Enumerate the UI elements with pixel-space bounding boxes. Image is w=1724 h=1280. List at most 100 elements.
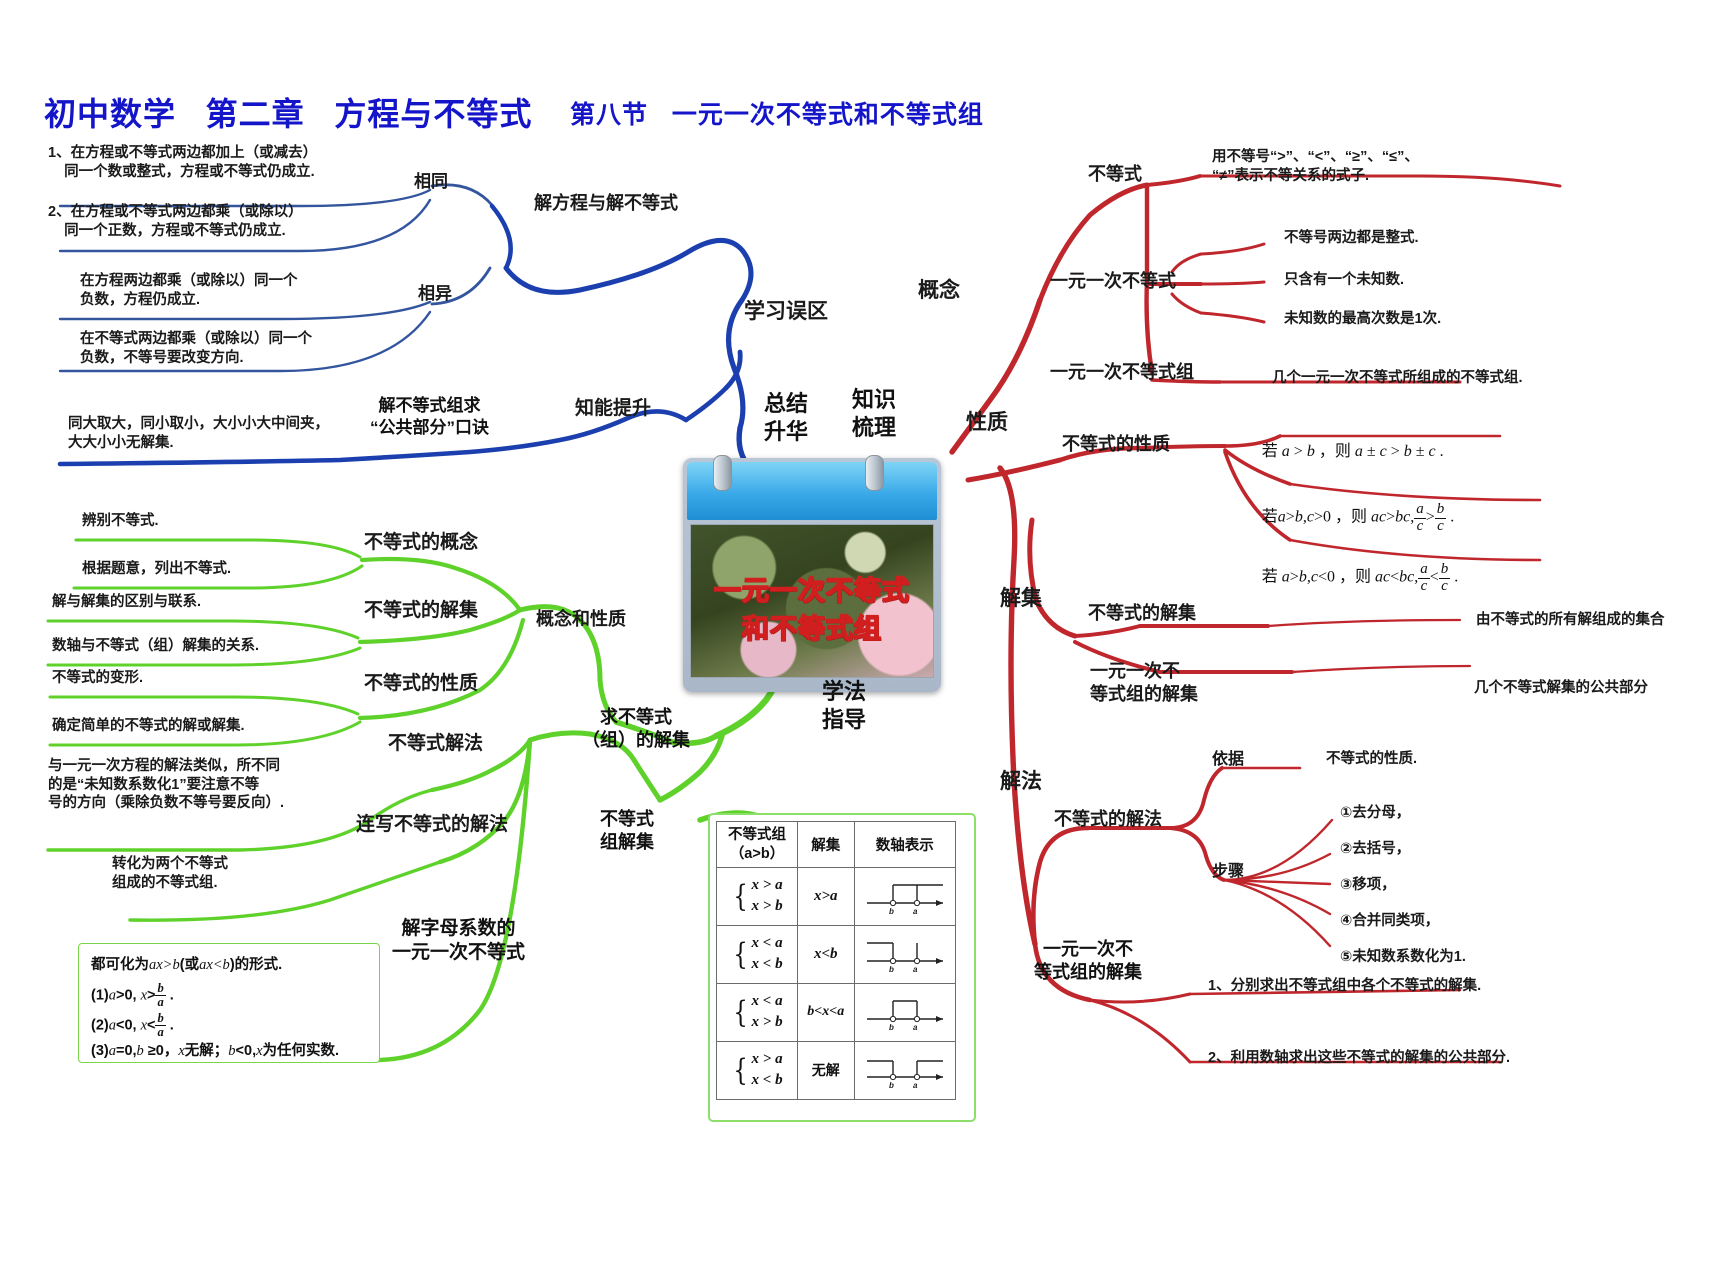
red-leaf-li-0: 不等号两边都是整式. xyxy=(1284,230,1419,246)
red-section-concept[interactable]: 概念 xyxy=(918,279,960,302)
card-ring-left xyxy=(713,455,732,491)
green-leaf-1-1: 数轴与不等式（组）解集的关系. xyxy=(52,638,260,654)
red-node-linear-inequality-system[interactable]: 一元一次不等式组 xyxy=(1050,362,1194,382)
fbox-line1-post: )的形式. xyxy=(229,957,283,973)
hub-label-summary[interactable]: 总结 升华 xyxy=(764,391,809,445)
svg-text:a: a xyxy=(913,965,918,974)
green-group-concepts[interactable]: 概念和性质 xyxy=(536,609,626,629)
page-subtitle: 第八节 一元一次不等式和不等式组 xyxy=(570,101,984,129)
table-cell-solution-1: x<b xyxy=(797,924,855,984)
red-step-0: ①去分母， xyxy=(1340,805,1411,821)
red-step-3: ④合并同类项， xyxy=(1340,913,1440,929)
red-leaf-li-2: 未知数的最高次数是1次. xyxy=(1284,311,1442,327)
card-photo: 一元一次不等式 和不等式组 xyxy=(690,524,934,678)
red-node-properties[interactable]: 不等式的性质 xyxy=(1062,434,1170,454)
red-node-inequality[interactable]: 不等式 xyxy=(1088,164,1142,184)
red-node-basis[interactable]: 依据 xyxy=(1212,751,1245,768)
table-cell-solution-0: x>a xyxy=(797,867,855,926)
svg-text:a: a xyxy=(913,907,918,916)
green-leaf-0-1: 根据题意，列出不等式. xyxy=(82,561,232,577)
table-cell-solution-2: b<x<a xyxy=(797,982,855,1042)
red-section-property[interactable]: 性质 xyxy=(966,411,1008,434)
svg-text:a: a xyxy=(913,1023,918,1032)
card-title-line1: 一元一次不等式 xyxy=(713,575,910,607)
red-node-system-solution-set[interactable]: 一元一次不 等式组的解集 xyxy=(1090,661,1198,705)
svg-text:b: b xyxy=(889,907,894,916)
table-header-1: 解集 xyxy=(797,821,855,868)
fbox-line1-mid: (或 xyxy=(179,957,200,973)
green-node-0[interactable]: 不等式的概念 xyxy=(364,532,479,553)
number-line-icon-0: b a xyxy=(866,884,943,916)
blue-same-item-2: 2、在方程或不等式两边都乘（或除以） 同一个正数，方程或不等式仍成立. xyxy=(48,204,303,239)
table-cell-solution-3: 无解 xyxy=(797,1040,855,1101)
fbox-line4: (3)a=0,b ≥0，x无解；b<0,x为任何实数. xyxy=(91,1043,340,1059)
red-node-solution-set[interactable]: 不等式的解集 xyxy=(1088,603,1196,623)
table-header-2: 数轴表示 xyxy=(853,821,957,868)
green-leaf-0-0: 辨别不等式. xyxy=(82,513,159,529)
blue-node-same[interactable]: 相同 xyxy=(414,172,448,191)
blue-diff-item-1: 在方程两边都乘（或除以）同一个 负数，方程仍成立. xyxy=(80,273,298,308)
red-leaf-basis-value: 不等式的性质. xyxy=(1326,751,1418,767)
red-node-solving-method[interactable]: 不等式的解法 xyxy=(1054,809,1162,829)
blue-node-diff[interactable]: 相异 xyxy=(418,284,452,303)
blue-leaf-common-part: 解不等式组求 “公共部分”口诀 xyxy=(370,396,489,437)
red-section-solution-set[interactable]: 解集 xyxy=(1000,587,1042,610)
green-leaf-2-0: 不等式的变形. xyxy=(52,670,144,686)
red-node-steps[interactable]: 步骤 xyxy=(1212,863,1245,880)
green-leaf-4-0: 转化为两个不等式 组成的不等式组. xyxy=(112,856,228,891)
hub-label-knowledge[interactable]: 知识 梳理 xyxy=(852,387,897,441)
blue-same-item-1: 1、在方程或不等式两边都加上（或减去） 同一个数或整式，方程或不等式仍成立. xyxy=(48,145,318,180)
table-header-0: 不等式组 （a>b） xyxy=(715,821,799,868)
red-leaf-inequality-def: 用不等号“>”、“<”、“≥”、“≤”、 “≠”表示不等关系的式子. xyxy=(1212,149,1419,184)
card-ring-right xyxy=(865,455,884,491)
number-line-icon-2: b a xyxy=(866,1000,943,1032)
red-step-2: ③移项， xyxy=(1340,877,1396,893)
red-node-system-solving[interactable]: 一元一次不 等式组的解集 xyxy=(1034,939,1142,983)
green-node-system-solution-set[interactable]: 不等式 组解集 xyxy=(600,809,654,853)
center-card: 一元一次不等式 和不等式组 xyxy=(683,455,941,692)
red-leaf-sss-0: 几个不等式解集的公共部分 xyxy=(1474,680,1648,696)
red-leaf-ss-0: 由不等式的所有解组成的集合 xyxy=(1476,612,1665,628)
green-node-2[interactable]: 不等式的性质 xyxy=(364,673,479,694)
green-group-solution-set[interactable]: 求不等式 （组）的解集 xyxy=(582,707,690,751)
blue-node-solve-compare[interactable]: 解方程与解不等式 xyxy=(534,193,678,213)
red-group-solve-1: 2、利用数轴求出这些不等式的解集的公共部分. xyxy=(1208,1050,1511,1066)
green-leaf-3-0: 与一元一次方程的解法类似，所不同 的是“未知数系数化1”要注意不等 号的方向（乘… xyxy=(48,758,285,812)
red-node-linear-inequality[interactable]: 一元一次不等式 xyxy=(1050,271,1176,291)
green-node-4[interactable]: 连写不等式的解法 xyxy=(356,814,509,835)
red-group-solve-0: 1、分别求出不等式组中各个不等式的解集. xyxy=(1208,978,1482,994)
blue-node-misconception[interactable]: 学习误区 xyxy=(744,300,828,323)
hub-label-study-guide[interactable]: 学法 指导 xyxy=(822,679,867,733)
fbox-line1-a: ax>b xyxy=(149,957,180,973)
blue-diff-item-2: 在不等式两边都乘（或除以）同一个 负数，不等号要改变方向. xyxy=(80,331,312,366)
number-line-icon-3: b a xyxy=(866,1060,943,1090)
table-cell-axis-3: b a xyxy=(853,1040,957,1101)
svg-text:b: b xyxy=(889,1081,894,1090)
fbox-line1-b: ax<b xyxy=(199,957,230,973)
blue-node-skill-upgrade[interactable]: 知能提升 xyxy=(575,398,652,419)
green-node-5[interactable]: 解字母系数的 一元一次不等式 xyxy=(392,918,526,964)
green-node-1[interactable]: 不等式的解集 xyxy=(364,600,479,621)
red-section-solving[interactable]: 解法 xyxy=(1000,770,1042,793)
card-title-line2: 和不等式组 xyxy=(741,613,882,645)
red-step-1: ②去括号， xyxy=(1340,841,1411,857)
svg-text:a: a xyxy=(913,1081,918,1090)
table-cell-axis-0: b a xyxy=(853,867,957,926)
red-leaf-li-1: 只含有一个未知数. xyxy=(1284,272,1405,288)
table-cell-axis-1: b a xyxy=(853,924,957,984)
green-node-3[interactable]: 不等式解法 xyxy=(388,733,484,754)
svg-text:b: b xyxy=(889,965,894,974)
blue-leaf-mnemonic: 同大取大，同小取小，大小小大中间夹， 大大小小无解集. xyxy=(68,416,329,451)
